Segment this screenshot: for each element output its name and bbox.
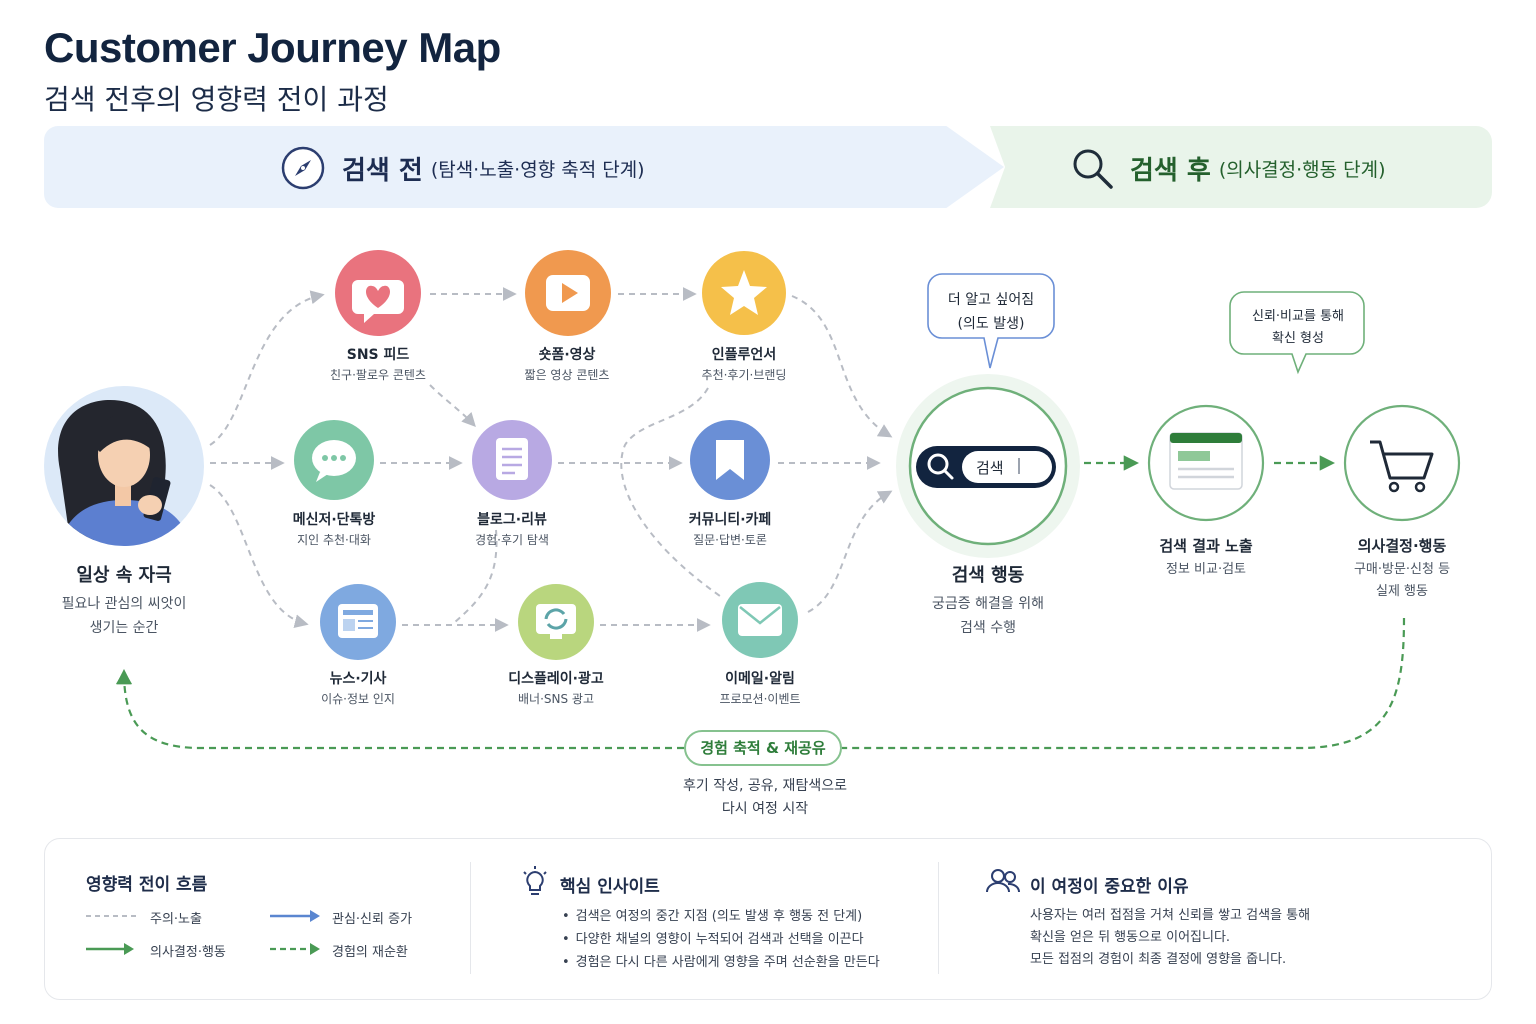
decision-connectors — [116, 455, 1406, 750]
display-ad-label: 디스플레이·광고 — [508, 671, 604, 687]
legend-recirculation: 경험의 재순환 — [332, 945, 408, 960]
legend-decision: 의사결정·행동 — [150, 945, 226, 960]
panel-divider — [470, 862, 471, 974]
email-desc: 프로모션·이벤트 — [719, 692, 801, 706]
messenger-node — [294, 420, 374, 500]
legend-exposure: 주의·노출 — [150, 912, 202, 927]
blog-review-label: 블로그·리뷰 — [477, 512, 547, 528]
messenger-label: 메신저·단톡방 — [292, 512, 376, 528]
news-article-node — [320, 584, 396, 660]
influencer-node — [702, 251, 786, 335]
blog-review-node — [472, 420, 552, 500]
intent-callout-bubble — [927, 273, 1055, 369]
banner-before-main: 검색 전 — [342, 155, 423, 186]
intent-callout: 더 알고 싶어짐(의도 발생) — [947, 292, 1035, 332]
users-icon — [986, 869, 1020, 893]
search-box-caret — [1018, 458, 1020, 474]
person-avatar — [44, 386, 204, 546]
insight-item: 경험은 다시 다른 사람에게 영향을 주며 선순환을 만든다 — [562, 951, 880, 974]
cart-icon — [1370, 440, 1434, 480]
community-cafe-node — [690, 420, 770, 500]
shortform-video-node — [525, 250, 611, 336]
email-label: 이메일·알림 — [725, 671, 795, 687]
trust-callout-bubble — [1229, 291, 1365, 375]
search-action-label: 검색 행동 — [951, 565, 1025, 586]
exposure-connectors — [209, 287, 893, 632]
insight-title: 핵심 인사이트 — [560, 877, 660, 897]
why-title: 이 여정이 중요한 이유 — [1030, 877, 1189, 897]
insight-list: 검색은 여정의 중간 지점 (의도 발생 후 행동 전 단계) 다양한 채널의 … — [562, 905, 880, 974]
banner-before-search — [44, 126, 1004, 208]
search-box-text: 검색 — [976, 459, 1004, 477]
display-ad-node — [518, 584, 594, 660]
sns-feed-label: SNS 피드 — [346, 347, 410, 363]
lightbulb-icon — [523, 866, 547, 895]
decision-node — [1343, 404, 1461, 522]
insight-item: 다양한 채널의 영향이 누적되어 검색과 선택을 이끈다 — [562, 928, 880, 951]
community-desc: 질문·답변·토론 — [693, 533, 767, 547]
panel-divider — [938, 862, 939, 974]
decision-label: 의사결정·행동 — [1357, 537, 1447, 555]
influencer-desc: 추천·후기·브랜딩 — [701, 368, 787, 382]
legend-trust: 관심·신뢰 증가 — [332, 912, 413, 927]
shortform-desc: 짧은 영상 콘텐츠 — [524, 368, 610, 382]
influencer-label: 인플루언서 — [711, 347, 777, 363]
bookmark-icon — [716, 440, 744, 480]
page-subtitle: 검색 전후의 영향력 전이 과정 — [44, 83, 389, 116]
search-action-node — [896, 374, 1080, 558]
loop-arrow-head — [116, 670, 132, 684]
search-results-node — [1147, 404, 1265, 522]
email-alert-node — [722, 582, 798, 658]
news-desc: 이슈·정보 인지 — [321, 692, 395, 706]
banner-before-text: 검색 전 (탐색·노출·영향 축적 단계) — [280, 144, 645, 192]
shortform-label: 숏폼·영상 — [538, 347, 596, 363]
heart-icon — [366, 285, 390, 308]
flow-legend-title: 영향력 전이 흐름 — [86, 875, 208, 895]
page-title: Customer Journey Map — [44, 24, 501, 71]
banner-before-sub: (탐색·노출·영향 축적 단계) — [430, 158, 645, 181]
search-results-desc: 정보 비교·검토 — [1165, 562, 1247, 577]
flow-legend-lines — [86, 910, 320, 955]
messenger-desc: 지인 추천·대화 — [297, 533, 371, 547]
banner-after-search — [990, 126, 1492, 208]
compass-icon — [281, 146, 325, 190]
banner-after-sub: (의사결정·행동 단계) — [1218, 158, 1386, 181]
start-label: 일상 속 자극 — [76, 565, 172, 586]
play-icon — [562, 283, 578, 303]
search-icon — [927, 453, 949, 475]
sns-feed-node — [335, 250, 421, 336]
blog-review-desc: 경험·후기 탐색 — [475, 533, 549, 547]
banner-after-text: 검색 후 (의사결정·행동 단계) — [1068, 144, 1386, 192]
display-ad-desc: 배너·SNS 광고 — [517, 692, 594, 706]
why-text: 사용자는 여러 접점을 거쳐 신뢰를 쌓고 검색을 통해 확신을 얻은 뒤 행동… — [1030, 908, 1311, 967]
search-results-label: 검색 결과 노출 — [1159, 537, 1253, 555]
news-label: 뉴스·기사 — [329, 671, 387, 687]
community-label: 커뮤니티·카페 — [688, 512, 772, 528]
banner-after-main: 검색 후 — [1130, 155, 1211, 186]
sns-feed-desc: 친구·팔로우 콘텐츠 — [330, 368, 426, 382]
insight-item: 검색은 여정의 중간 지점 (의도 발생 후 행동 전 단계) — [562, 905, 880, 928]
search-icon — [1073, 149, 1113, 189]
experience-loop-pill: 경험 축적 & 재공유 — [684, 730, 842, 766]
star-icon — [721, 270, 767, 315]
